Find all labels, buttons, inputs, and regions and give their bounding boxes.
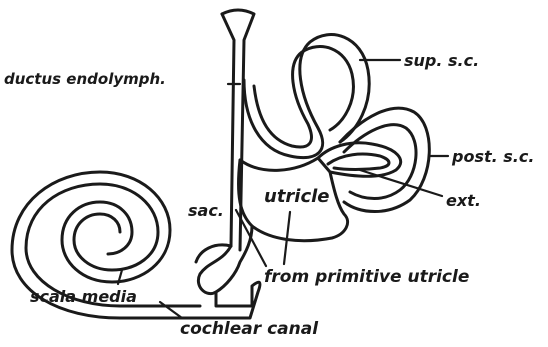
leader-ext bbox=[360, 170, 442, 196]
label-utricle: utricle bbox=[264, 186, 330, 207]
superior-semicircular-canal bbox=[244, 35, 369, 158]
label-sac: sac. bbox=[188, 201, 224, 220]
label-scala-media: scala media bbox=[30, 287, 137, 306]
label-ext: ext. bbox=[446, 191, 481, 210]
posterior-semicircular-canal bbox=[340, 108, 429, 211]
label-sup-sc: sup. s.c. bbox=[404, 51, 479, 70]
leader-cochlear bbox=[160, 302, 182, 318]
label-ductus-endolymph: ductus endolymph. bbox=[4, 70, 166, 88]
saccule bbox=[196, 226, 252, 294]
label-from-primitive-utricle: from primitive utricle bbox=[264, 267, 469, 287]
label-post-sc: post. s.c. bbox=[451, 147, 534, 166]
label-cochlear-canal: cochlear canal bbox=[180, 319, 319, 339]
